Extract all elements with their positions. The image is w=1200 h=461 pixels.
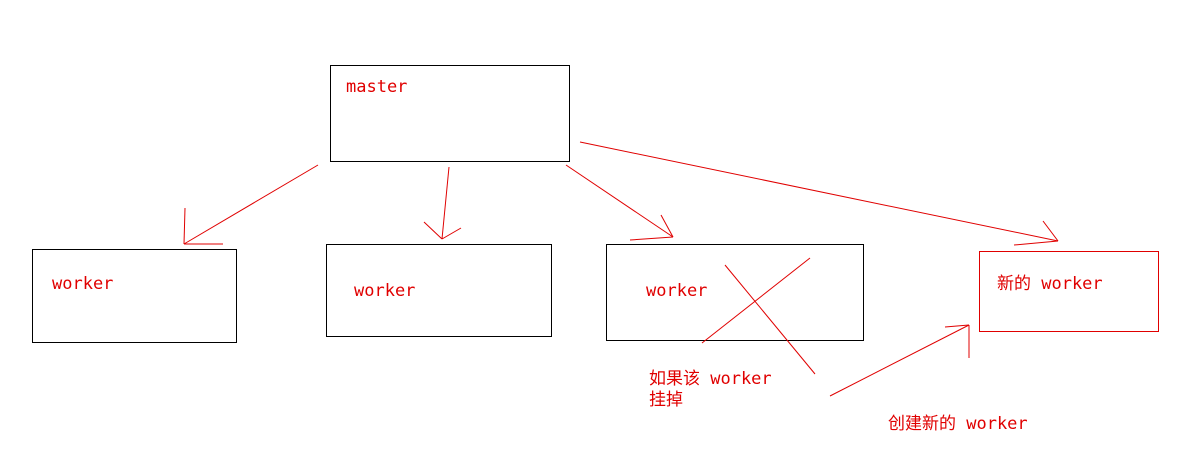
arrow-master-to-new-worker: [579, 141, 1059, 246]
arrow-master-to-worker-1: [183, 164, 319, 245]
failure-note-line-1: 如果该 worker: [649, 369, 772, 389]
worker-label-3: worker: [646, 281, 707, 301]
arrow-master-to-worker-3: [565, 164, 674, 241]
arrow-create-new-worker: [829, 324, 970, 397]
worker-box-3: [606, 244, 864, 341]
worker-label-1: worker: [52, 274, 113, 294]
new-worker-box: [979, 251, 1159, 332]
failure-cross-mark: [701, 257, 816, 375]
worker-label-2: worker: [354, 281, 415, 301]
arrow-master-to-worker-2: [423, 166, 462, 240]
create-new-worker-note: 创建新的 worker: [888, 414, 1028, 434]
master-box: [330, 65, 570, 162]
worker-box-1: [32, 249, 237, 343]
failure-note-line-2: 挂掉: [649, 390, 683, 410]
worker-box-2: [326, 244, 552, 337]
new-worker-label: 新的 worker: [997, 274, 1103, 294]
master-label: master: [346, 77, 407, 97]
